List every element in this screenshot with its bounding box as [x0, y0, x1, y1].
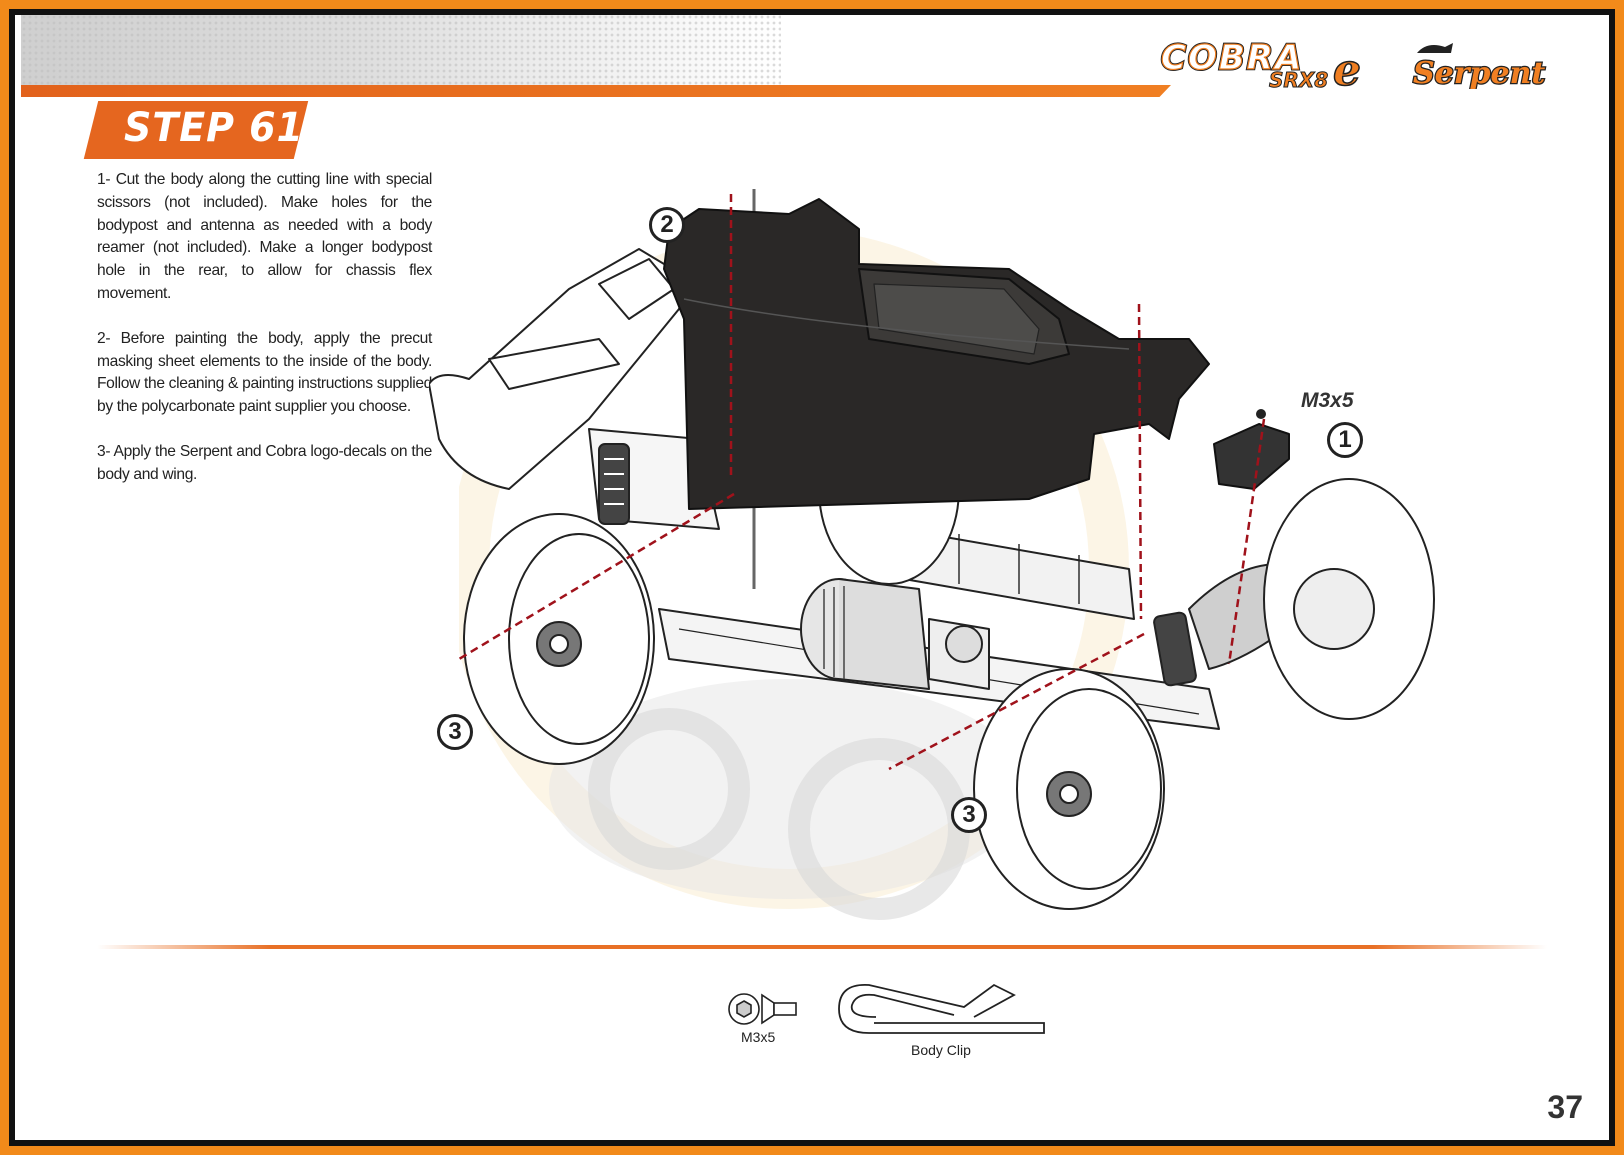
- screw-icon: [728, 993, 797, 1025]
- car-body-assembly-illustration: [429, 189, 1435, 910]
- serpent-logo: Serpent: [1412, 43, 1547, 89]
- instruction-3: 3- Apply the Serpent and Cobra logo-deca…: [97, 442, 432, 483]
- body-clip-icon: [838, 983, 1045, 1034]
- callout-3-rear: 3: [437, 714, 473, 750]
- part-label-body-clip: Body Clip: [911, 1042, 971, 1058]
- callout-3-front: 3: [951, 797, 987, 833]
- step-title: STEP 61: [124, 105, 304, 151]
- part-label-m3x5: M3x5: [741, 1029, 776, 1045]
- instruction-2: 2- Before painting the body, apply the p…: [97, 329, 432, 416]
- svg-text:SRX8: SRX8: [1269, 68, 1328, 91]
- svg-text:COBRA: COBRA: [1161, 38, 1303, 78]
- cobra-logo: COBRA COBRA SRX8 e: [1160, 37, 1362, 91]
- parts-separator: [97, 945, 1547, 949]
- svg-text:COBRA: COBRA: [1161, 38, 1303, 78]
- instruction-1: 1- Cut the body along the cutting line w…: [97, 171, 432, 302]
- page-number: 37: [1547, 1089, 1583, 1125]
- header-texture-band: [21, 14, 781, 86]
- callout-2: 2: [649, 207, 685, 243]
- parts-legend: [728, 983, 1045, 1034]
- header-orange-rule: [21, 85, 1171, 97]
- svg-text:e: e: [1333, 45, 1361, 91]
- svg-text:Serpent: Serpent: [1413, 56, 1545, 89]
- callout-1: 1: [1327, 422, 1363, 458]
- hardware-label-m3x5: M3x5: [1301, 389, 1354, 412]
- instructions-block: 1- Cut the body along the cutting line w…: [97, 169, 432, 509]
